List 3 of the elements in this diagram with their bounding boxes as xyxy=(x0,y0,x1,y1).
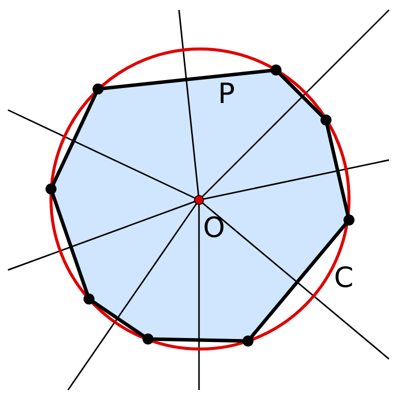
point-label: O xyxy=(203,214,226,242)
point-label: P xyxy=(218,80,235,108)
point-label: C xyxy=(334,264,354,292)
